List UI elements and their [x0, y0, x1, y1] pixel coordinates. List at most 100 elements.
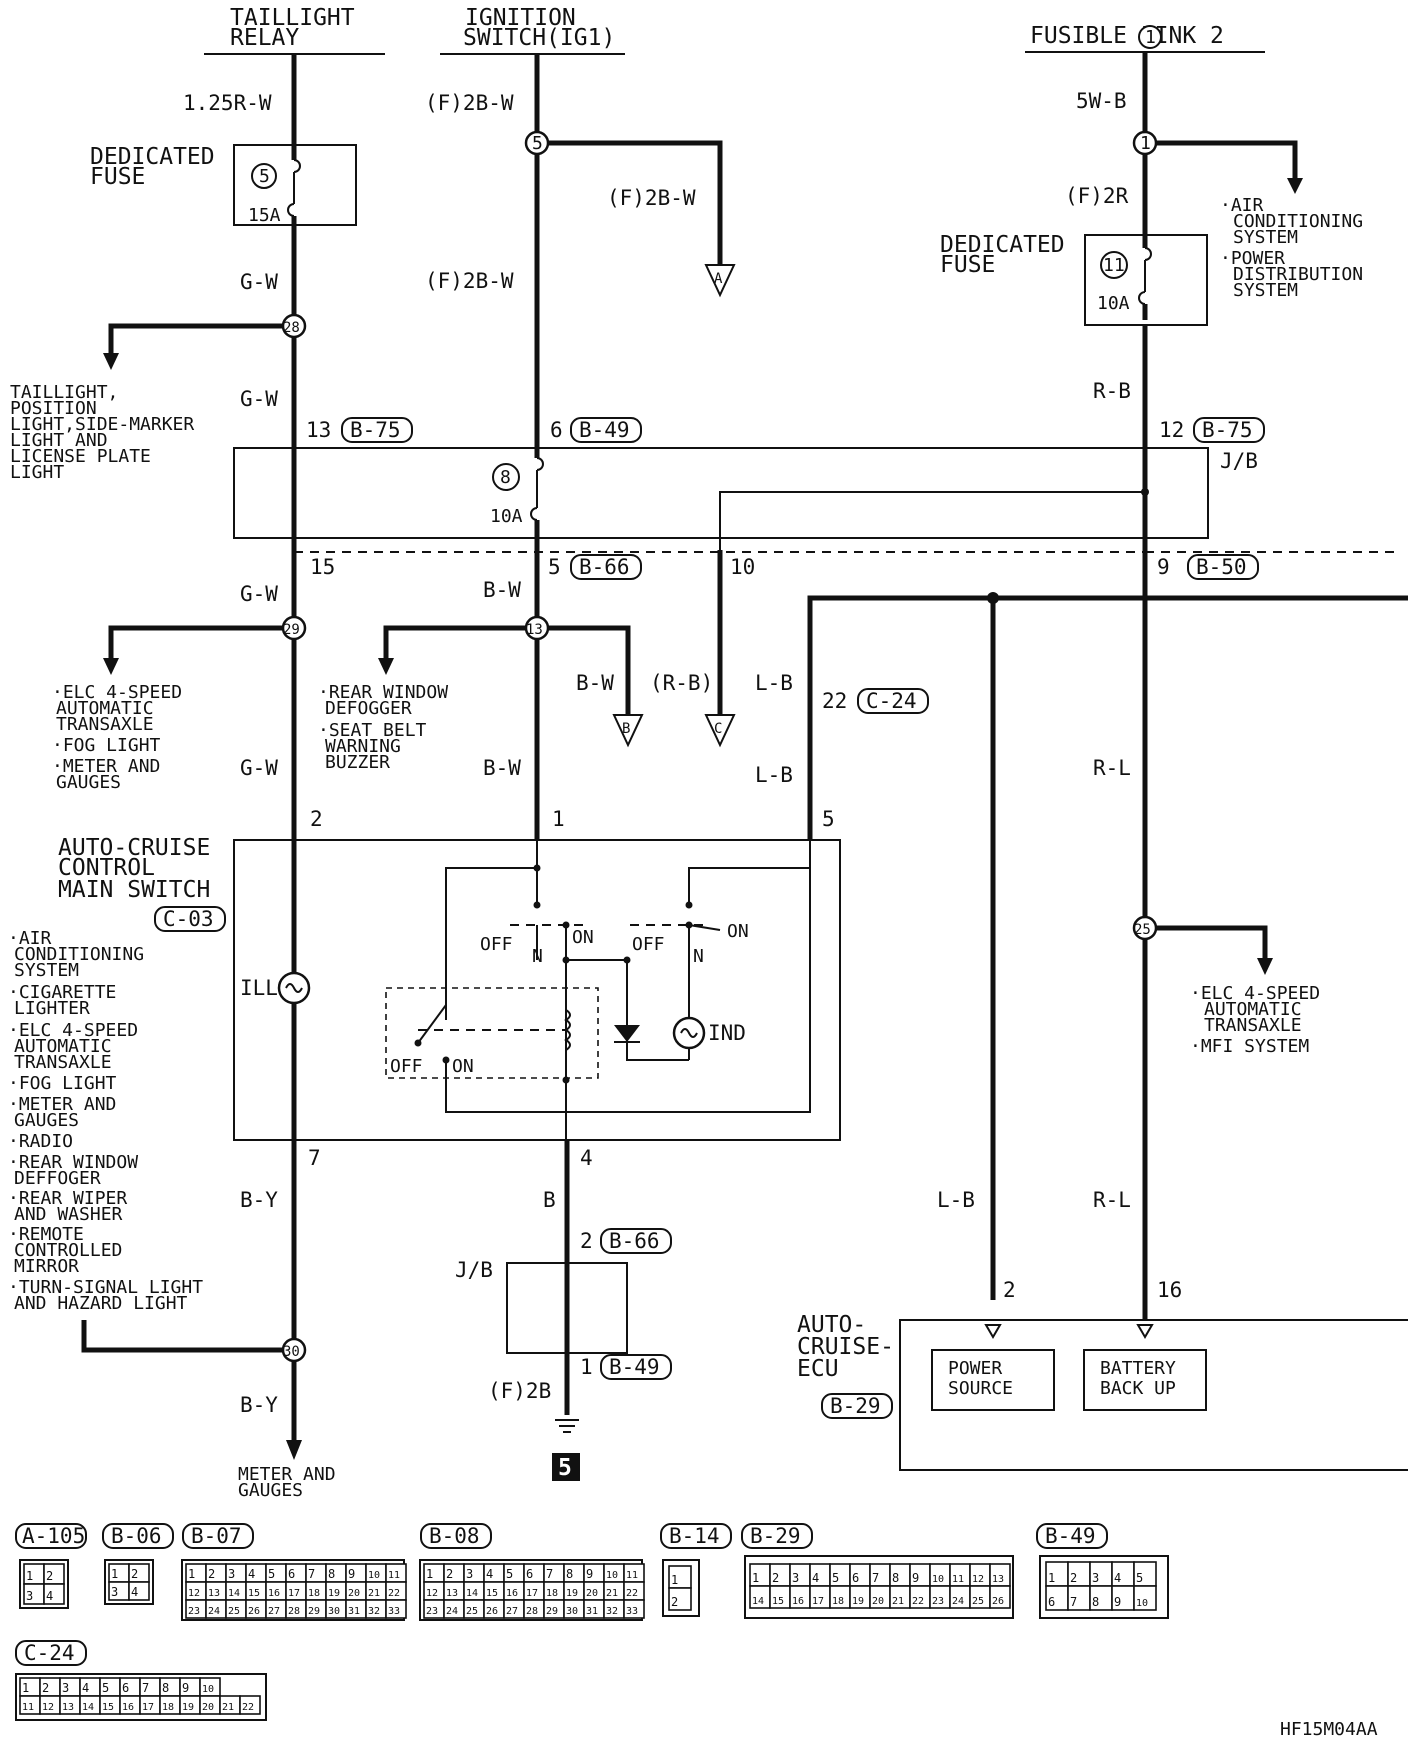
svg-text:10: 10: [730, 555, 755, 579]
svg-text:MIRROR: MIRROR: [14, 1256, 79, 1277]
svg-text:8: 8: [162, 1681, 169, 1695]
svg-text:(F)2R: (F)2R: [1065, 184, 1129, 208]
svg-text:·REAR WIPER: ·REAR WIPER: [8, 1188, 127, 1209]
svg-text:16: 16: [506, 1588, 518, 1599]
svg-text:21: 21: [606, 1588, 618, 1599]
svg-text:28: 28: [526, 1606, 538, 1617]
svg-text:15: 15: [486, 1588, 498, 1599]
svg-text:1: 1: [580, 1355, 593, 1379]
svg-text:11: 11: [626, 1570, 638, 1581]
svg-text:G-W: G-W: [240, 582, 278, 606]
svg-text:10: 10: [368, 1570, 380, 1581]
svg-text:B-75: B-75: [1202, 418, 1253, 442]
arrowheads: [103, 178, 1303, 1460]
svg-text:11: 11: [388, 1570, 400, 1581]
svg-text:10: 10: [606, 1570, 618, 1581]
svg-text:3: 3: [111, 1585, 118, 1599]
svg-text:33: 33: [388, 1606, 400, 1617]
svg-text:GAUGES: GAUGES: [14, 1110, 79, 1131]
svg-text:14: 14: [466, 1588, 478, 1599]
svg-text:·ELC 4-SPEED: ·ELC 4-SPEED: [8, 1020, 138, 1041]
svg-text:OFF: OFF: [390, 1056, 423, 1077]
svg-text:B-29: B-29: [830, 1394, 881, 1418]
auto-cruise-ecu: AUTO- CRUISE- ECU B-29 2 16 POWER SOURCE…: [797, 1278, 1408, 1471]
svg-text:B-Y: B-Y: [240, 1393, 278, 1417]
svg-text:TAILLIGHT: TAILLIGHT: [230, 5, 355, 31]
svg-text:B-W: B-W: [483, 578, 521, 602]
svg-text:(F)2B-W: (F)2B-W: [425, 91, 514, 115]
svg-text:·AIR: ·AIR: [8, 928, 52, 949]
svg-text:18: 18: [546, 1588, 558, 1599]
svg-text:GAUGES: GAUGES: [238, 1480, 303, 1501]
svg-text:16: 16: [1157, 1278, 1182, 1302]
svg-text:19: 19: [328, 1588, 340, 1599]
svg-text:11: 11: [952, 1574, 964, 1585]
svg-text:4: 4: [82, 1681, 89, 1695]
svg-text:7: 7: [1070, 1595, 1077, 1609]
svg-text:17: 17: [142, 1702, 154, 1713]
wire-lines: [81, 52, 1408, 1445]
svg-text:16: 16: [268, 1588, 280, 1599]
svg-text:20: 20: [202, 1702, 214, 1713]
svg-text:MAIN SWITCH: MAIN SWITCH: [58, 877, 210, 903]
dedicated-fuse-11: DEDICATED FUSE 11 10A: [940, 228, 1208, 326]
svg-text:CONTROL: CONTROL: [58, 855, 155, 881]
svg-text:SYSTEM: SYSTEM: [1233, 280, 1298, 301]
svg-text:·AIR: ·AIR: [1220, 195, 1264, 216]
svg-text:·RADIO: ·RADIO: [8, 1131, 73, 1152]
svg-text:14: 14: [82, 1702, 94, 1713]
svg-text:5: 5: [259, 166, 270, 187]
svg-text:29: 29: [546, 1606, 558, 1617]
svg-text:12: 12: [42, 1702, 54, 1713]
svg-text:A: A: [714, 271, 723, 287]
svg-text:2: 2: [42, 1681, 49, 1695]
svg-text:33: 33: [626, 1606, 638, 1617]
svg-text:BATTERY: BATTERY: [1100, 1358, 1176, 1379]
dest-rear-seat: ·REAR WINDOW DEFOGGER ·SEAT BELT WARNING…: [318, 682, 448, 773]
svg-text:9: 9: [1114, 1595, 1121, 1609]
svg-text:25: 25: [466, 1606, 478, 1617]
svg-text:RELAY: RELAY: [230, 25, 299, 51]
svg-text:23: 23: [188, 1606, 200, 1617]
svg-text:IGNITION: IGNITION: [465, 5, 576, 31]
svg-text:12: 12: [972, 1574, 984, 1585]
svg-text:B-50: B-50: [1196, 555, 1247, 579]
svg-text:AND WASHER: AND WASHER: [14, 1204, 123, 1225]
svg-text:11: 11: [22, 1702, 34, 1713]
dest-ill-list: ·AIR CONDITIONING SYSTEM ·CIGARETTE LIGH…: [8, 928, 203, 1314]
svg-text:10A: 10A: [1097, 293, 1130, 314]
svg-text:8: 8: [328, 1567, 335, 1581]
svg-text:27: 27: [506, 1606, 518, 1617]
svg-text:5: 5: [102, 1681, 109, 1695]
svg-text:B-49: B-49: [579, 418, 630, 442]
svg-text:R-L: R-L: [1093, 756, 1131, 780]
svg-text:32: 32: [606, 1606, 618, 1617]
svg-text:CONDITIONING: CONDITIONING: [14, 944, 144, 965]
svg-text:13: 13: [306, 418, 331, 442]
wire-color-labels: 1.25R-W (F)2B-W (F)2B-W (F)2B-W 5W-B (F)…: [183, 89, 1131, 1417]
svg-text:30: 30: [566, 1606, 578, 1617]
svg-text:18: 18: [832, 1596, 844, 1607]
svg-text:5: 5: [506, 1567, 513, 1581]
svg-text:G-W: G-W: [240, 387, 278, 411]
svg-text:2: 2: [580, 1229, 593, 1253]
dest-meter-gauges: METER AND GAUGES: [238, 1464, 336, 1501]
svg-text:6: 6: [526, 1567, 533, 1581]
svg-text:CRUISE-: CRUISE-: [797, 1334, 894, 1360]
svg-text:24: 24: [208, 1606, 220, 1617]
svg-text:2: 2: [131, 1567, 138, 1581]
svg-text:17: 17: [812, 1596, 824, 1607]
svg-text:B-08: B-08: [429, 1524, 480, 1548]
svg-text:B-49: B-49: [609, 1355, 660, 1379]
svg-text:1: 1: [1145, 27, 1156, 48]
svg-text:·CIGARETTE: ·CIGARETTE: [8, 982, 116, 1003]
svg-text:14: 14: [752, 1596, 764, 1607]
svg-text:TRANSAXLE: TRANSAXLE: [1204, 1015, 1302, 1036]
dest-taillight: TAILLIGHT, POSITION LIGHT,SIDE-MARKER LI…: [10, 382, 194, 483]
svg-text:6: 6: [550, 418, 563, 442]
svg-text:METER AND: METER AND: [238, 1464, 336, 1485]
svg-text:L-B: L-B: [755, 763, 793, 787]
svg-text:15: 15: [310, 555, 335, 579]
junction-block-bottom: J/B 2 B-66 1 B-49: [455, 1228, 672, 1380]
svg-text:21: 21: [222, 1702, 234, 1713]
